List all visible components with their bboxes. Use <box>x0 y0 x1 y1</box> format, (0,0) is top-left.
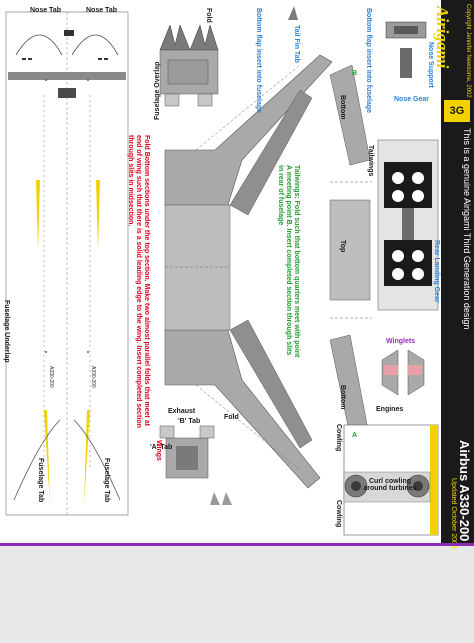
bottom-flap-label-2: Bottom flap insert into fuselage <box>365 8 372 114</box>
cockpit-windows <box>22 58 108 60</box>
tail-fin-left <box>159 24 191 51</box>
tailwing-top <box>329 64 371 166</box>
tail-left <box>13 419 61 501</box>
nose-support-inner <box>394 26 418 34</box>
engines-label: Engines <box>376 406 404 413</box>
winglets-group <box>381 349 425 396</box>
exhaust-nozzle-2 <box>222 492 232 505</box>
wing-center-section <box>164 204 231 331</box>
nose-gear-label: Nose Gear <box>394 96 430 103</box>
tail-accent-right-2 <box>84 410 90 505</box>
fuselage-tab-label-right: Fuselage Tab <box>103 458 110 503</box>
rear-landing-gear-label: Rear Landing Gear <box>433 240 440 303</box>
overlap-tab-b <box>197 93 213 107</box>
fuselage-overlap-label: Fuselage Overlap <box>154 61 161 120</box>
rear-gear-bogie-bottom <box>384 240 432 286</box>
tail-fin-parts <box>159 6 298 107</box>
exhaust-inner <box>176 446 198 470</box>
brand-logo: Airigami <box>433 6 452 69</box>
nose-left <box>15 34 63 56</box>
title-bar <box>441 0 474 545</box>
point-a-label: A <box>352 432 358 439</box>
nose-slot-left <box>64 30 74 36</box>
exhaust-tab-b-label: 'B' Tab <box>178 418 201 425</box>
exhaust-nozzle-1 <box>210 492 220 505</box>
turbine-right-hub <box>413 481 423 491</box>
tail-fin-tab-label: Tail Fin Tab <box>293 25 300 63</box>
tagline-text: This is a genuine Airigami Third Generat… <box>462 128 472 330</box>
rear-gear-wheels <box>392 172 424 280</box>
turbine-left-hub <box>351 481 361 491</box>
winglet-tag-1 <box>384 365 398 375</box>
fuselage-tab-label-left: Fuselage Tab <box>37 458 44 503</box>
wing-lower-inner <box>229 319 313 449</box>
nose-right <box>71 34 119 56</box>
fuselage-underlap-label: Fuselage Underlap <box>3 300 10 363</box>
tail-fin-piece-center <box>288 6 298 20</box>
curl-cowling-label: Curl cowling around turbines <box>363 478 417 492</box>
rear-gear-bogie-top <box>384 162 432 208</box>
exhaust-tab-b <box>199 425 215 439</box>
engine-panel-accent <box>430 425 438 535</box>
winglets-label: Winglets <box>386 338 416 345</box>
page-divider <box>0 543 474 546</box>
wing-lower <box>164 329 321 489</box>
tailwing-bottom-lower-label: Bottom <box>339 385 346 410</box>
rear-gear-group <box>377 139 439 311</box>
wing-fold-instructions: Fold Bottom sections under the top secti… <box>127 135 150 428</box>
exhaust-label: Exhaust <box>168 408 196 415</box>
engines-group <box>343 424 439 536</box>
nose-gear-strut <box>400 48 412 78</box>
tailwings-instructions: Tailwings: Fold such that bottom quarter… <box>277 165 300 358</box>
updated-text: Updated October 2003 <box>450 478 457 549</box>
point-b-label: B <box>352 70 358 77</box>
registration-left: A330-200 <box>48 366 54 388</box>
copyright-text: Copyright Jennifer Newsome, 2002 <box>465 4 471 98</box>
template-sheet: Nose Tab Nose Tab Fuselage Underlap Fuse… <box>0 0 474 549</box>
tailwings-group <box>329 64 372 446</box>
bottom-flap-block <box>167 59 209 85</box>
generation-badge: 3G <box>444 100 470 122</box>
fuselage-marker-dots <box>45 79 89 353</box>
nose-tab-label-left: Nose Tab <box>30 7 61 14</box>
overlap-fold-label: Fold <box>205 8 212 23</box>
fuselage-parts <box>5 11 129 516</box>
rear-gear-strut <box>402 208 414 240</box>
tailwing-mid <box>329 199 371 301</box>
tailwing-bottom-top-label: Bottom <box>339 95 346 120</box>
tail-accent-left <box>36 180 40 250</box>
tail-fin-right <box>189 24 219 51</box>
tailwing-top-label: Top <box>339 240 346 253</box>
overlap-tab-a <box>164 93 180 107</box>
cowling-top-label: Cowling <box>335 424 342 452</box>
template-drawing <box>5 6 439 536</box>
nose-gear-group <box>385 21 427 78</box>
tail-accent-right <box>96 180 100 250</box>
exhaust-fold-label: Fold <box>224 414 239 421</box>
tail-right <box>73 419 121 501</box>
bottom-flap-label-1: Bottom flap insert into fuselage <box>255 8 262 114</box>
wing-fold-lines <box>165 64 301 471</box>
cowling-bottom-label: Cowling <box>335 500 342 528</box>
exhaust-tab-a <box>159 425 175 439</box>
exhaust-tab-a-label: 'A' Tab <box>150 444 173 451</box>
model-title: Airbus A330-200 <box>457 440 472 542</box>
tail-accent-left-2 <box>44 410 50 505</box>
tailwings-label: Tailwings <box>367 145 374 177</box>
exhaust-group <box>159 425 232 505</box>
wings-group <box>164 54 333 489</box>
fuselage-stripe <box>8 72 126 98</box>
wing-upper-inner <box>229 89 313 216</box>
registration-right: A330-200 <box>90 366 96 388</box>
nose-tab-label-right: Nose Tab <box>86 7 117 14</box>
winglet-tag-2 <box>408 365 422 375</box>
